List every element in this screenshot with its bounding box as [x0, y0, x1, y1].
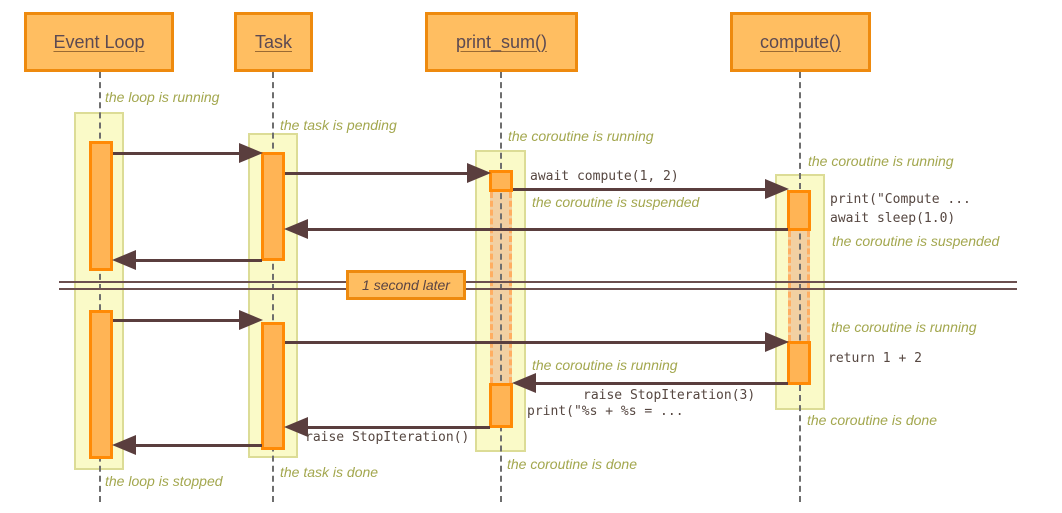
label-raise-stopiteration-3: raise StopIteration(3): [583, 388, 756, 403]
arrow-compute-suspend-return: [284, 219, 788, 239]
note-print-sum-running-2: the coroutine is running: [532, 357, 678, 373]
label-return-1-plus-2: return 1 + 2: [828, 351, 922, 366]
participant-event-loop: Event Loop: [24, 12, 174, 72]
arrow-loop-to-task-run: [113, 143, 263, 163]
arrowhead-icon: [284, 219, 308, 239]
activation-bar-compute-2: [787, 341, 811, 385]
label-await-sleep: await sleep(1.0): [830, 211, 956, 226]
arrowhead-icon: [765, 332, 789, 352]
note-compute-done: the coroutine is done: [807, 412, 937, 428]
activation-bar-event-loop-1: [89, 141, 113, 271]
arrowhead-icon: [467, 163, 491, 183]
note-print-sum-running: the coroutine is running: [508, 128, 654, 144]
note-compute-running: the coroutine is running: [808, 153, 954, 169]
arrow-await-compute: [513, 179, 789, 199]
divider-label: 1 second later: [346, 270, 466, 300]
lifeline-compute: [799, 72, 801, 502]
lifeline-event-loop: [99, 72, 101, 502]
note-task-done: the task is done: [280, 464, 379, 480]
arrowhead-icon: [284, 417, 308, 437]
arrowhead-icon: [239, 143, 263, 163]
arrow-task-to-loop-done: [112, 435, 262, 455]
arrowhead-icon: [512, 373, 536, 393]
activation-bar-print-sum-2: [489, 383, 513, 428]
label-await-compute: await compute(1, 2): [530, 169, 679, 184]
activation-bar-print-sum-1: [489, 170, 513, 192]
note-task-pending: the task is pending: [280, 117, 397, 133]
participant-compute: compute(): [730, 12, 871, 72]
lifeline-task: [272, 72, 274, 502]
activation-bar-compute-1: [787, 190, 811, 231]
lifeline-print-sum: [500, 72, 502, 502]
arrow-task-to-print-sum: [285, 163, 491, 183]
arrow-task-to-compute-resume: [285, 332, 789, 352]
arrow-task-to-loop-return: [112, 250, 262, 270]
label-raise-stopiteration: raise StopIteration(): [305, 430, 470, 445]
participant-task: Task: [234, 12, 313, 72]
arrowhead-icon: [239, 310, 263, 330]
activation-bar-task-1: [261, 152, 285, 261]
arrow-stopiteration: [284, 417, 490, 437]
divider-line-bottom: [59, 288, 1017, 290]
arrowhead-icon: [765, 179, 789, 199]
arrowhead-icon: [112, 250, 136, 270]
participant-print-sum: print_sum(): [425, 12, 578, 72]
arrow-stopiteration-3: [512, 373, 788, 393]
activation-bar-event-loop-2: [89, 310, 113, 459]
activation-bar-task-2: [261, 322, 285, 450]
note-compute-suspended: the coroutine is suspended: [832, 233, 1000, 249]
note-print-sum-done: the coroutine is done: [507, 456, 637, 472]
note-print-sum-suspended: the coroutine is suspended: [532, 194, 700, 210]
arrow-loop-to-task-resume: [113, 310, 263, 330]
divider-line-top: [59, 281, 1017, 283]
note-loop-running: the loop is running: [105, 89, 220, 105]
arrowhead-icon: [112, 435, 136, 455]
label-print-compute: print("Compute ...: [830, 192, 971, 207]
label-print-sum-output: print("%s + %s = ...: [527, 404, 684, 419]
note-loop-stopped: the loop is stopped: [105, 473, 223, 489]
note-compute-running-2: the coroutine is running: [831, 319, 977, 335]
